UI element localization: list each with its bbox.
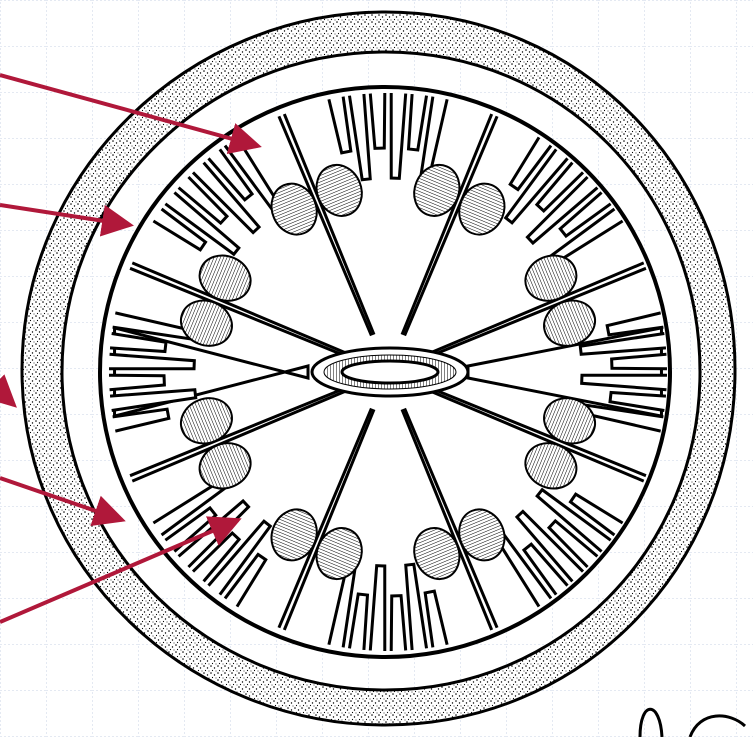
central-oval (312, 348, 468, 396)
